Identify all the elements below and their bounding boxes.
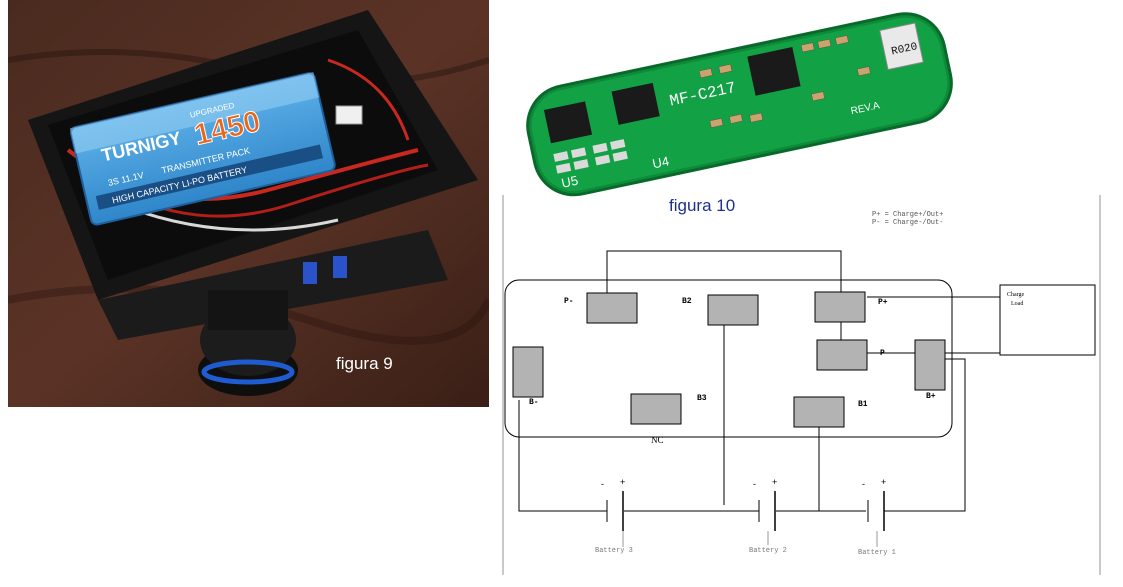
figure-9-caption: figura 9 bbox=[336, 354, 393, 373]
pcb-label-u4: U4 bbox=[651, 153, 670, 171]
pcb-label-u5: U5 bbox=[560, 173, 579, 191]
figure-10-caption: figura 10 bbox=[669, 196, 736, 215]
battery2-plus: + bbox=[772, 477, 777, 487]
pad-b1 bbox=[793, 396, 845, 428]
label-nc: NC bbox=[651, 435, 664, 445]
label-b-minus: B- bbox=[529, 398, 539, 407]
pad-p-minus-right bbox=[816, 339, 868, 371]
transmitter-illustration: TURNIGY 1450 UPGRADED 3S 11.1V TRANSMITT… bbox=[8, 0, 489, 407]
legend-note-p-plus: P+ = Charge+/Out+ bbox=[872, 211, 943, 219]
charge-load-line2: Load bbox=[1011, 301, 1023, 307]
pad-b3 bbox=[630, 393, 682, 425]
balance-connector bbox=[335, 105, 363, 125]
battery3-plus: + bbox=[620, 477, 625, 487]
charge-load-box bbox=[999, 284, 1096, 356]
charge-load-line1: Charge bbox=[1007, 292, 1025, 298]
label-b2: B2 bbox=[682, 297, 692, 306]
battery3-minus: - bbox=[601, 479, 604, 489]
pad-b-plus bbox=[914, 339, 946, 391]
label-p-plus: P+ bbox=[878, 298, 888, 307]
battery-capacity: 1450 bbox=[191, 105, 263, 152]
figure-9-photo: TURNIGY 1450 UPGRADED 3S 11.1V TRANSMITT… bbox=[8, 0, 489, 407]
schematic-drawing: P+ = Charge+/Out+ P- = Charge-/Out- bbox=[502, 195, 1101, 575]
figure-10-photo: R020 MF-C217 U5 U4 REV.A bbox=[505, 0, 960, 198]
pad-p-plus bbox=[814, 291, 866, 323]
resistor-marking: R020 bbox=[890, 41, 918, 58]
label-b1: B1 bbox=[858, 400, 868, 409]
battery2-label: Battery 2 bbox=[749, 547, 787, 555]
pad-b2 bbox=[707, 294, 759, 326]
label-p-minus-left: P- bbox=[564, 297, 574, 306]
battery1-label: Battery 1 bbox=[858, 549, 896, 557]
protection-circuit-schematic: P+ = Charge+/Out+ P- = Charge-/Out- bbox=[500, 195, 1105, 575]
battery2-minus: - bbox=[753, 479, 756, 489]
battery3-label: Battery 3 bbox=[595, 547, 633, 555]
label-b3: B3 bbox=[697, 394, 707, 403]
battery1-minus: - bbox=[862, 479, 865, 489]
pad-b-minus bbox=[512, 346, 544, 398]
battery1-plus: + bbox=[881, 477, 886, 487]
label-b-plus: B+ bbox=[926, 392, 936, 401]
pcb-illustration: R020 MF-C217 U5 U4 REV.A bbox=[526, 12, 953, 197]
label-p-minus-right: P- bbox=[880, 349, 890, 358]
pad-p-minus-left bbox=[586, 292, 638, 324]
legend-note-p-minus: P- = Charge-/Out- bbox=[872, 219, 943, 227]
